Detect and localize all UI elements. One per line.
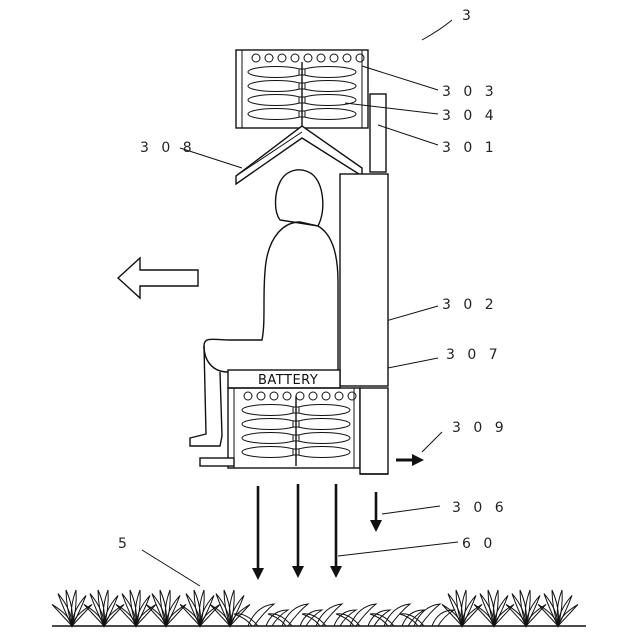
leader-3 xyxy=(422,20,452,40)
person-head xyxy=(276,170,323,226)
leader-301 xyxy=(378,125,438,145)
crop-leaf-bent xyxy=(302,614,326,626)
crop-leaf-bent xyxy=(268,614,292,626)
fan-blade xyxy=(294,419,350,430)
label-5: 5 xyxy=(118,536,131,552)
fan-roller xyxy=(343,54,351,62)
fan-roller xyxy=(322,392,330,400)
fan-blade xyxy=(242,433,298,444)
crop-plants xyxy=(52,590,578,626)
fan-blade xyxy=(294,447,350,458)
label-308: 3 0 8 xyxy=(140,140,196,156)
leader-5 xyxy=(142,550,200,586)
fan-roller xyxy=(291,54,299,62)
leader-309 xyxy=(422,432,442,452)
fan-blade xyxy=(300,95,356,106)
crop-leaf-bent xyxy=(400,614,424,626)
support-post xyxy=(370,94,386,172)
label-303: 3 0 3 xyxy=(442,84,498,100)
crop-leaf-bent xyxy=(234,614,258,626)
fan-roller xyxy=(257,392,265,400)
label-60: 6 0 xyxy=(462,536,496,552)
fan-roller xyxy=(330,54,338,62)
crop-leaf-bent xyxy=(432,610,454,626)
battery-text: BATTERY xyxy=(258,373,318,388)
fan-roller xyxy=(335,392,343,400)
bottom-fan-unit xyxy=(200,388,388,474)
travel-direction-arrow xyxy=(118,258,198,298)
leader-303 xyxy=(362,66,438,90)
rear-thrust-arrow xyxy=(396,454,424,466)
fan-blade xyxy=(242,419,298,430)
support-post-rect xyxy=(370,94,386,172)
fan-roller xyxy=(278,54,286,62)
label-302: 3 0 2 xyxy=(442,297,498,313)
fan-roller xyxy=(270,392,278,400)
fan-roller xyxy=(296,392,304,400)
leader-304 xyxy=(345,103,438,114)
person-body xyxy=(204,222,338,372)
fan-roller xyxy=(283,392,291,400)
top-fan-rollers xyxy=(252,54,364,62)
crop-leaf-bent xyxy=(402,610,424,626)
hollow-arrow-left xyxy=(118,258,198,298)
fan-roller xyxy=(356,54,364,62)
backrest xyxy=(340,174,388,386)
label-307: 3 0 7 xyxy=(446,347,502,363)
leader-lines xyxy=(142,20,458,586)
battery: BATTERY xyxy=(228,370,340,388)
label-3: 3 xyxy=(462,8,475,24)
arrow-309-head xyxy=(412,454,424,466)
fan-roller xyxy=(252,54,260,62)
crop-leaf-bent xyxy=(370,614,394,626)
roof-inner-line xyxy=(236,132,302,176)
downward-airflow-arrows xyxy=(252,484,382,580)
airflow-arrow-head xyxy=(370,520,382,532)
fan-blade xyxy=(248,81,304,92)
fan-blade xyxy=(248,109,304,120)
ground xyxy=(52,590,586,626)
crop-leaf-bent xyxy=(384,604,410,626)
fan-blade xyxy=(242,447,298,458)
fan-roller xyxy=(265,54,273,62)
person-leg xyxy=(190,346,222,446)
leader-306 xyxy=(382,506,440,514)
rear-stand xyxy=(360,388,388,474)
footrest xyxy=(200,458,234,466)
crop-leaf-bent xyxy=(414,604,440,626)
fan-blade xyxy=(300,109,356,120)
bottom-fan-rollers xyxy=(244,392,356,400)
fan-blade xyxy=(300,67,356,78)
label-309: 3 0 9 xyxy=(452,420,508,436)
airflow-arrow-head xyxy=(292,566,304,578)
fan-blade xyxy=(248,67,304,78)
backrest-rect xyxy=(340,174,388,386)
airflow-arrow-head xyxy=(330,566,342,578)
fan-roller xyxy=(309,392,317,400)
fan-blade xyxy=(300,81,356,92)
leader-60 xyxy=(338,542,458,556)
airflow-arrow-head xyxy=(252,568,264,580)
fan-roller xyxy=(348,392,356,400)
fan-roller xyxy=(244,392,252,400)
fan-blade xyxy=(248,95,304,106)
fan-roller xyxy=(304,54,312,62)
fan-blade xyxy=(294,433,350,444)
label-306: 3 0 6 xyxy=(452,500,508,516)
fan-blade xyxy=(294,405,350,416)
label-304: 3 0 4 xyxy=(442,108,498,124)
top-fan-unit xyxy=(236,50,368,128)
label-301: 3 0 1 xyxy=(442,140,498,156)
fan-roller xyxy=(317,54,325,62)
crop-leaf-bent xyxy=(336,614,360,626)
fan-blade xyxy=(242,405,298,416)
